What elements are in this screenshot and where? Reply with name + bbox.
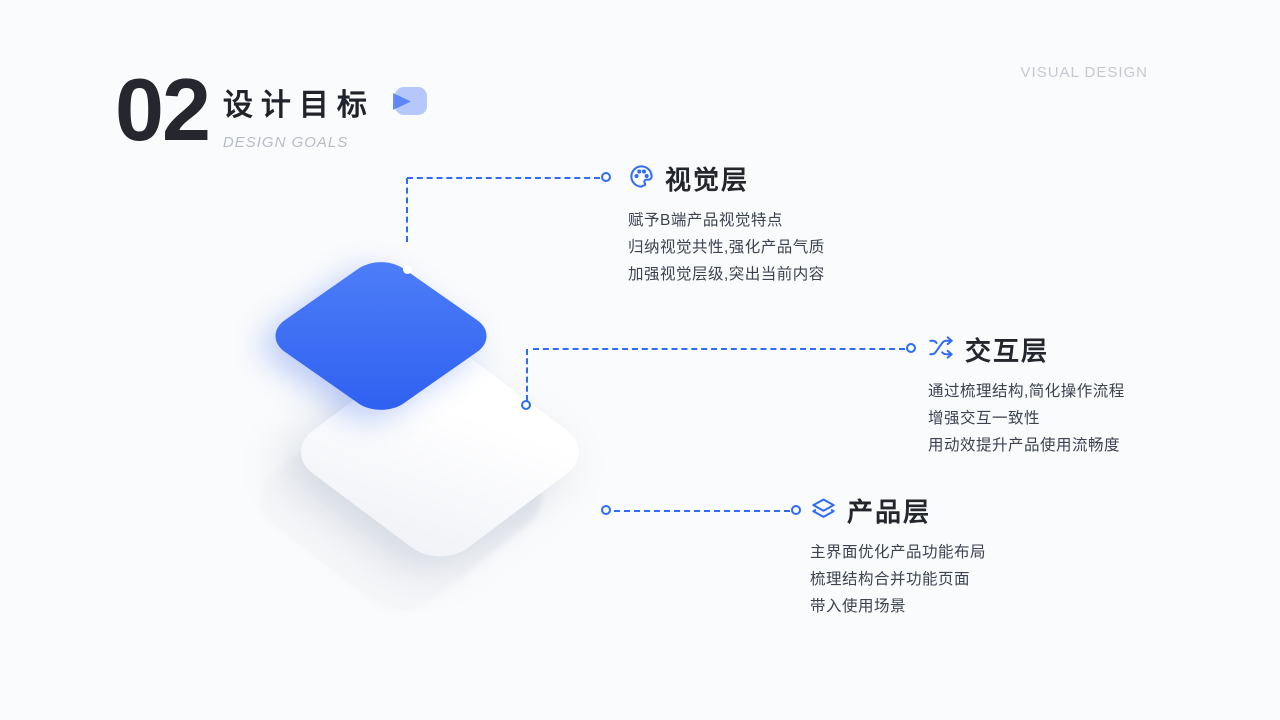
connector-interaction-horizontal	[533, 348, 905, 350]
watermark: VISUAL DESIGN	[1020, 64, 1148, 81]
section-body: 通过梳理结构,简化操作流程 增强交互一致性 用动效提升产品使用流畅度	[928, 378, 1125, 459]
section-body-line: 加强视觉层级,突出当前内容	[628, 266, 825, 283]
connector-visual-horizontal	[407, 177, 600, 179]
connector-visual-vertical	[406, 178, 408, 242]
shuffle-arrows-icon	[928, 334, 955, 366]
section-body-line: 增强交互一致性	[928, 410, 1041, 427]
section-body-line: 带入使用场景	[810, 598, 907, 615]
section-body-line: 赋予B端产品视觉特点	[628, 212, 783, 229]
section-title: 产品层	[847, 497, 932, 527]
section-body-line: 归纳视觉共性,强化产品气质	[628, 239, 825, 256]
page-title: 设计目标	[222, 89, 375, 122]
connector-product-endpoint-left	[601, 505, 611, 515]
layers-icon	[810, 495, 837, 527]
section-visual-layer: 视觉层 赋予B端产品视觉特点 归纳视觉共性,强化产品气质 加强视觉层级,突出当前…	[628, 160, 825, 288]
section-body-line: 梳理结构合并功能页面	[810, 571, 971, 588]
connector-product-endpoint-right	[791, 505, 801, 515]
title-block: 设计目标 DESIGN GOALS	[223, 66, 431, 154]
connector-interaction-vertical	[526, 349, 528, 401]
section-title: 交互层	[965, 336, 1050, 366]
palette-icon	[628, 163, 655, 195]
section-body-line: 主界面优化产品功能布局	[810, 544, 987, 561]
connector-product-horizontal	[614, 510, 790, 512]
section-number: 02	[115, 60, 211, 159]
connector-interaction-endpoint-bottom	[521, 400, 531, 410]
section-body-line: 通过梳理结构,简化操作流程	[928, 383, 1125, 400]
connector-interaction-endpoint-right	[906, 343, 916, 353]
section-product-layer: 产品层 主界面优化产品功能布局 梳理结构合并功能页面 带入使用场景	[810, 492, 986, 620]
section-body: 赋予B端产品视觉特点 归纳视觉共性,强化产品气质 加强视觉层级,突出当前内容	[628, 207, 825, 288]
connector-visual-endpoint	[601, 172, 611, 182]
section-body-line: 用动效提升产品使用流畅度	[928, 437, 1121, 454]
play-badge-icon	[385, 87, 431, 117]
slide-header: 02 设计目标 DESIGN GOALS	[115, 66, 431, 154]
section-title: 视觉层	[665, 165, 750, 195]
card-corner-dot	[403, 265, 412, 274]
section-body: 主界面优化产品功能布局 梳理结构合并功能页面 带入使用场景	[810, 539, 986, 620]
page-subtitle: DESIGN GOALS	[222, 134, 349, 151]
section-interaction-layer: 交互层 通过梳理结构,简化操作流程 增强交互一致性 用动效提升产品使用流畅度	[928, 331, 1125, 459]
